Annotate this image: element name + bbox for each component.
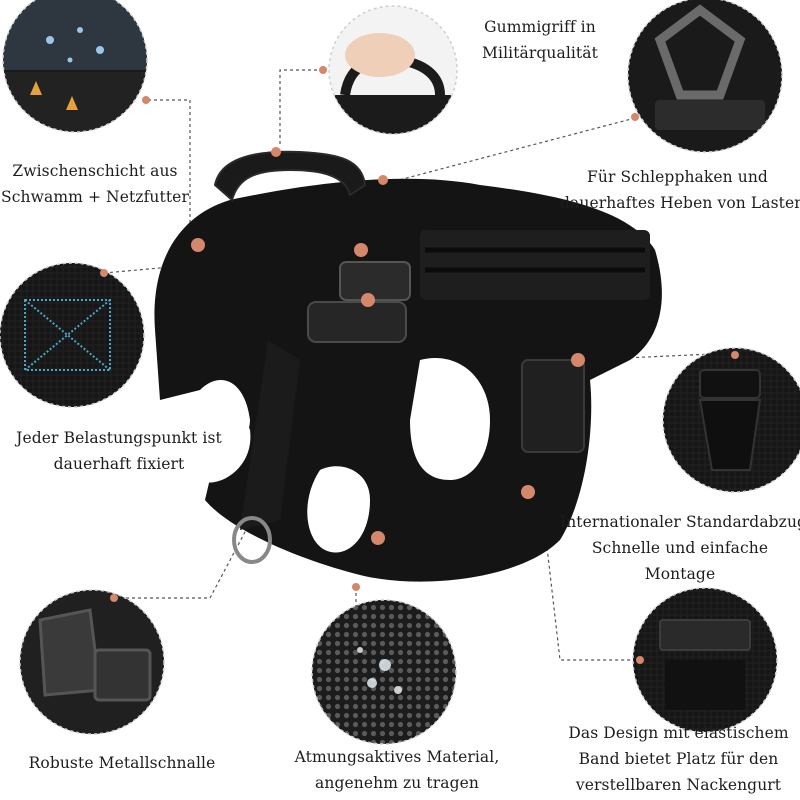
callout-handle-line-2: Militärqualität bbox=[482, 44, 598, 62]
callout-elastic-line-1: Das Design mit elastischem bbox=[568, 724, 789, 742]
callout-ring: Für Schlepphaken und dauerhaftes Heben v… bbox=[560, 164, 800, 216]
callout-elastic: Das Design mit elastischem Band bietet P… bbox=[566, 720, 791, 798]
callout-ring-line-1: Für Schlepphaken und bbox=[587, 168, 768, 186]
callout-sponge: Zwischenschicht aus Schwamm + Netzfutter bbox=[0, 158, 190, 210]
detail-buckle-image bbox=[662, 347, 800, 493]
callout-metal-line-1: Robuste Metallschnalle bbox=[28, 754, 216, 772]
callout-mesh-line-2: angenehm zu tragen bbox=[315, 774, 479, 792]
callout-sponge-line-2: Schwamm + Netzfutter bbox=[1, 188, 189, 206]
callout-elastic-line-2: Band bietet Platz für den bbox=[578, 750, 779, 768]
callout-mesh-line-1: Atmungsaktives Material, bbox=[294, 748, 500, 766]
callout-stitch: Jeder Belastungspunkt ist dauerhaft fixi… bbox=[14, 425, 224, 477]
callout-buckle-line-3: Montage bbox=[644, 565, 716, 583]
detail-metal-buckle-image bbox=[19, 589, 165, 735]
callout-mesh: Atmungsaktives Material, angenehm zu tra… bbox=[292, 744, 502, 796]
harness-illustration bbox=[154, 150, 662, 582]
callout-buckle-line-2: Schnelle und einfache bbox=[591, 539, 769, 557]
detail-elastic-image bbox=[632, 587, 778, 733]
callout-buckle-line-1: Internationaler Standardabzug. bbox=[560, 513, 800, 531]
callout-stitch-line-2: dauerhaft fixiert bbox=[53, 455, 185, 473]
callout-handle: Gummigriff in Militärqualität bbox=[475, 14, 605, 66]
callout-elastic-line-3: verstellbaren Nackengurt bbox=[575, 776, 782, 794]
callout-metal: Robuste Metallschnalle bbox=[22, 750, 222, 776]
detail-ring-image bbox=[627, 0, 783, 153]
callout-handle-line-1: Gummigriff in bbox=[484, 18, 596, 36]
callout-sponge-line-1: Zwischenschicht aus bbox=[12, 162, 178, 180]
detail-mesh-image bbox=[311, 599, 457, 745]
callout-buckle: Internationaler Standardabzug. Schnelle … bbox=[560, 509, 800, 587]
callout-stitch-line-1: Jeder Belastungspunkt ist bbox=[16, 429, 222, 447]
callout-ring-line-2: dauerhaftes Heben von Lasten bbox=[560, 194, 800, 212]
detail-handle-image bbox=[328, 5, 458, 135]
detail-stitch-image bbox=[0, 262, 145, 408]
detail-sponge-image bbox=[2, 0, 148, 133]
accent-dots bbox=[100, 66, 739, 664]
